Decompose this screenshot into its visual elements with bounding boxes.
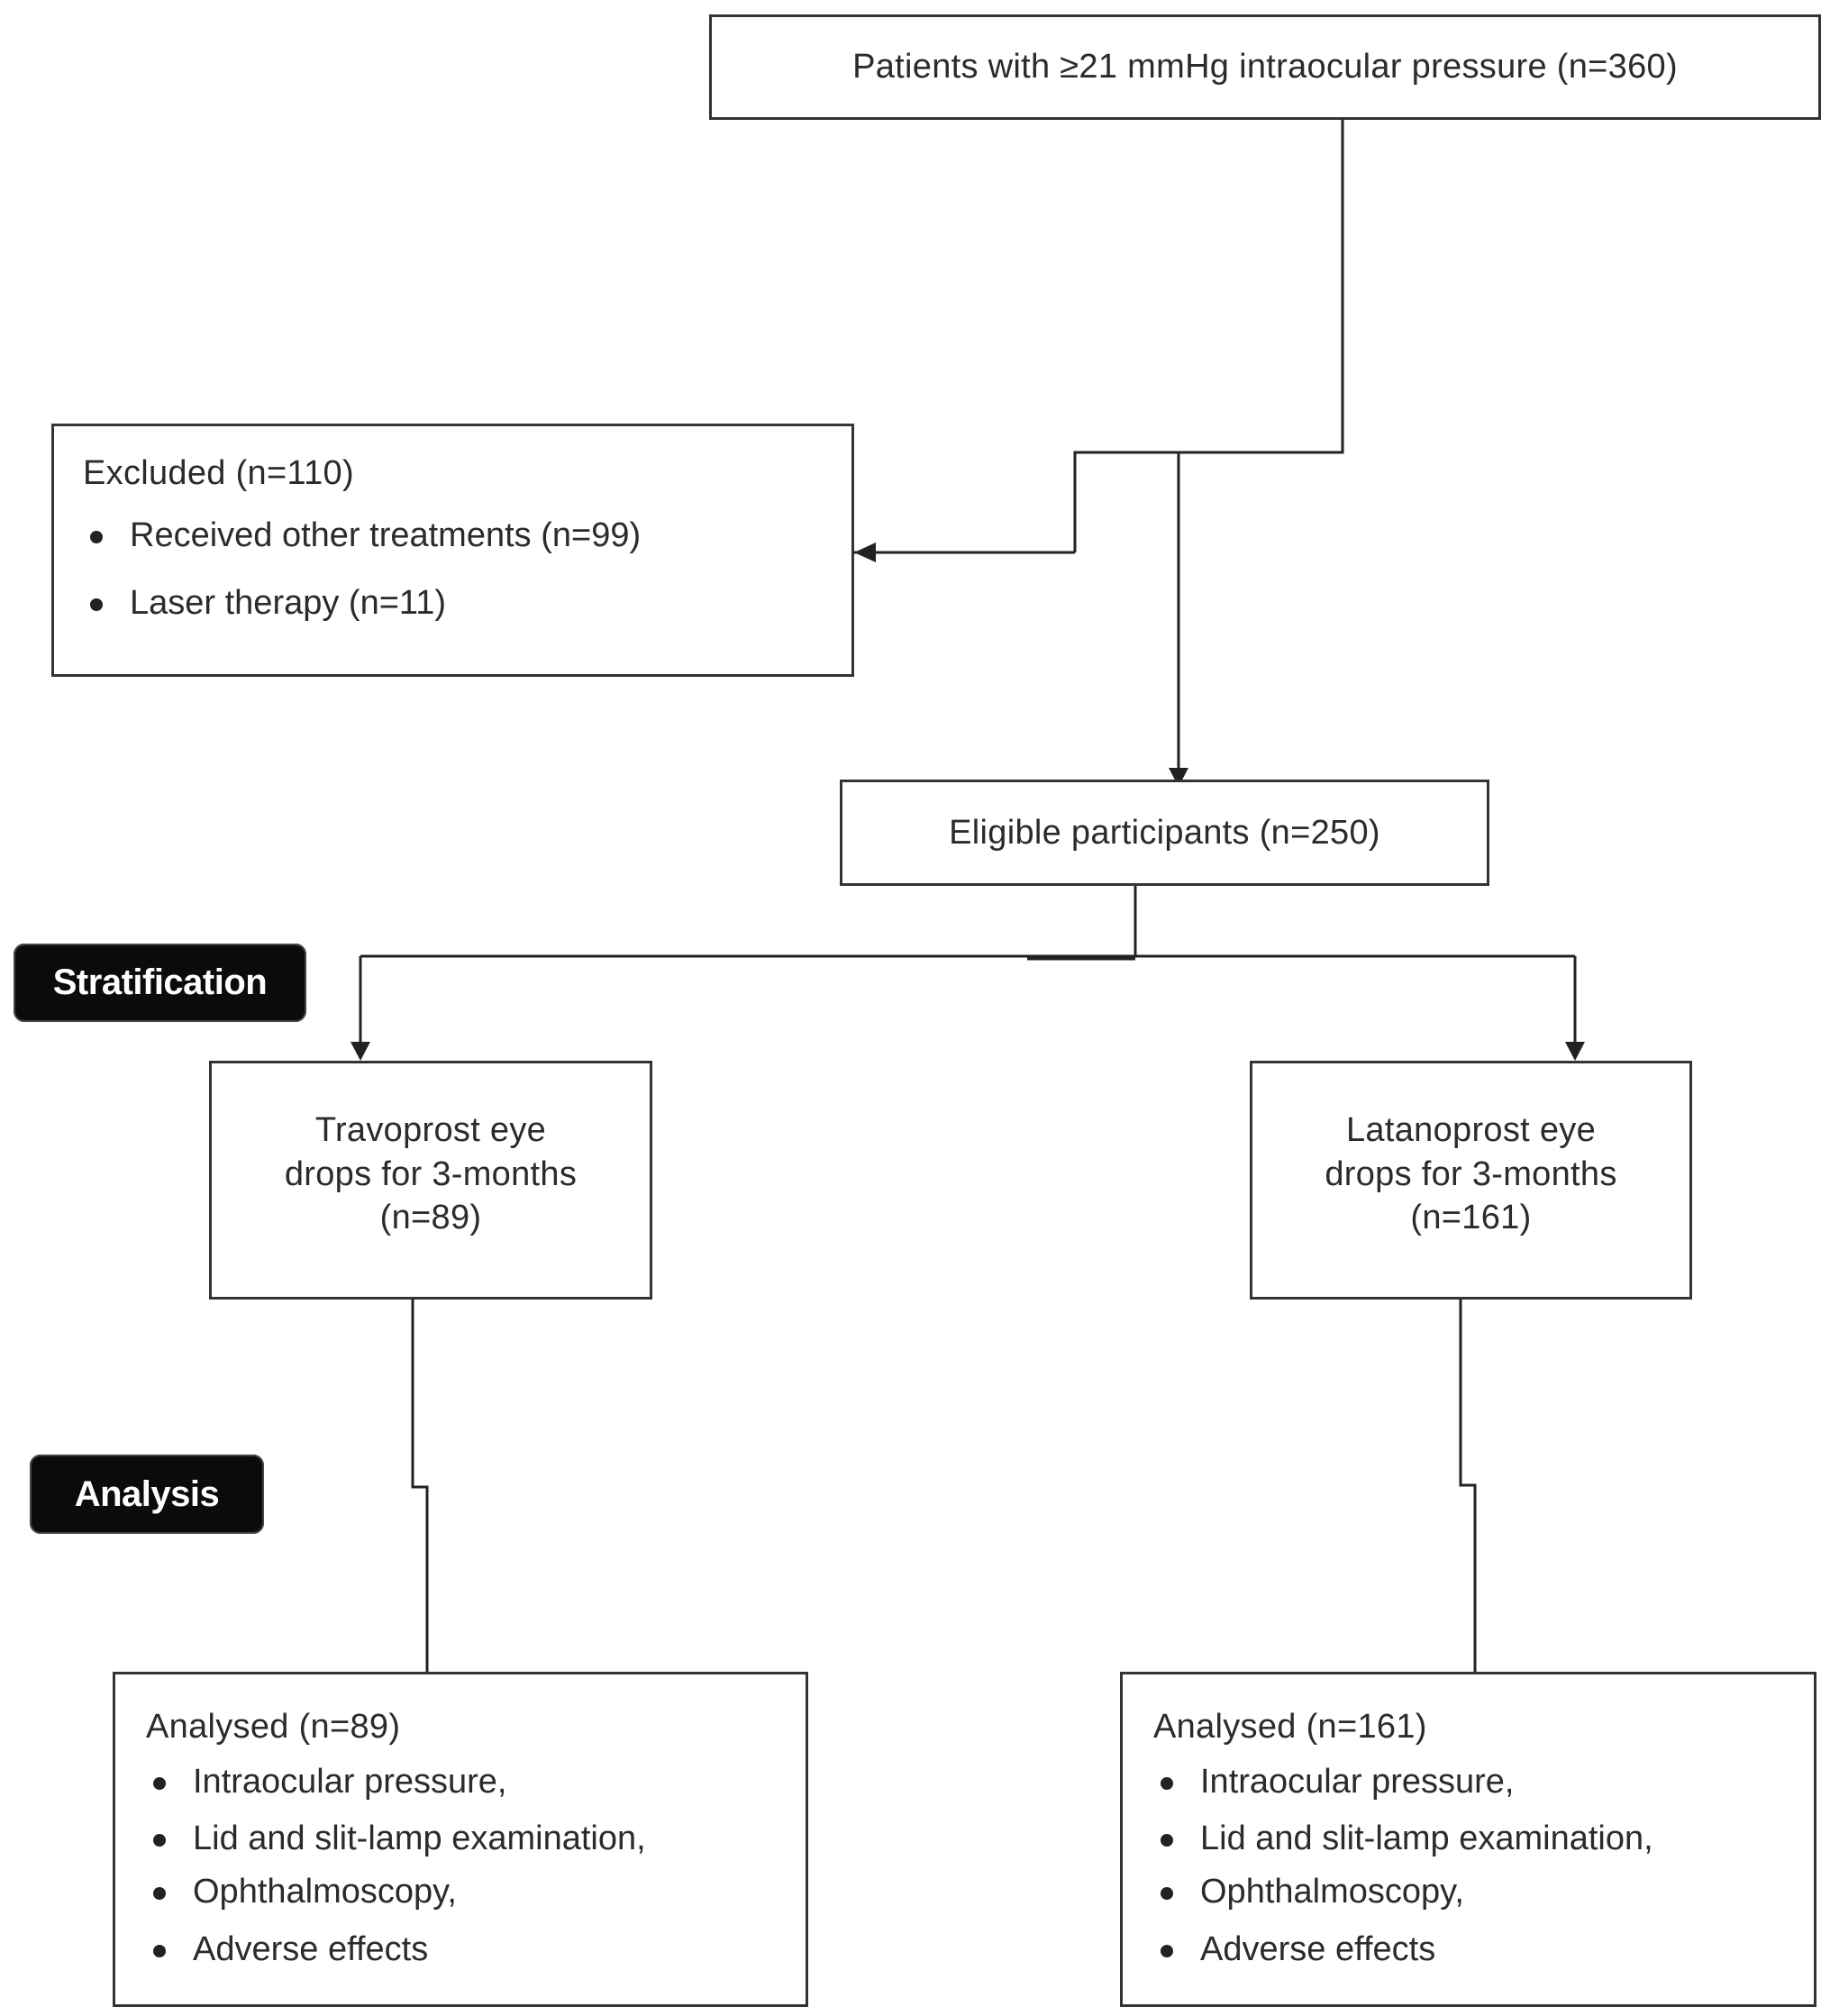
- analysed-left-list: Intraocular pressure, Lid and slit-lamp …: [146, 1760, 806, 1973]
- screening-text: Patients with ≥21 mmHg intraocular press…: [852, 48, 1678, 87]
- bullet-icon: [153, 1944, 166, 1957]
- stratification-label: Stratification: [14, 944, 306, 1022]
- excluded-title: Excluded (n=110): [83, 454, 354, 492]
- excluded-list: Received other treatments (n=99) Laser t…: [83, 514, 851, 626]
- arrowhead-travoprost: [351, 1042, 370, 1061]
- analysed-left-box: Analysed (n=89) Intraocular pressure, Li…: [113, 1672, 808, 2007]
- analysed-right-title: Analysed (n=161): [1153, 1708, 1427, 1746]
- eligible-text: Eligible participants (n=250): [949, 813, 1380, 852]
- connector-left-analysis: [411, 1298, 429, 1674]
- list-item: Ophthalmoscopy,: [146, 1870, 806, 1914]
- bullet-icon: [1161, 1944, 1173, 1957]
- list-item: Lid and slit-lamp examination,: [1153, 1817, 1814, 1861]
- analysed-right-list: Intraocular pressure, Lid and slit-lamp …: [1153, 1760, 1814, 1973]
- screening-box: Patients with ≥21 mmHg intraocular press…: [709, 14, 1821, 120]
- excluded-box: Excluded (n=110) Received other treatmen…: [51, 424, 854, 677]
- list-item: Ophthalmoscopy,: [1153, 1870, 1814, 1914]
- list-item: Adverse effects: [146, 1928, 806, 1972]
- arrowhead-excluded: [854, 543, 876, 562]
- analysed-right-box: Analysed (n=161) Intraocular pressure, L…: [1120, 1672, 1816, 2007]
- list-item: Adverse effects: [1153, 1928, 1814, 1972]
- bullet-icon: [1161, 1834, 1173, 1847]
- bullet-icon: [153, 1887, 166, 1901]
- bullet-icon: [90, 530, 103, 543]
- list-item: Lid and slit-lamp examination,: [146, 1817, 806, 1861]
- connector-right-analysis: [1459, 1298, 1477, 1674]
- bullet-icon: [153, 1776, 166, 1790]
- list-item: Intraocular pressure,: [146, 1760, 806, 1804]
- arrowhead-eligible: [1169, 768, 1188, 787]
- travoprost-box: Travoprost eye drops for 3-months (n=89): [209, 1061, 652, 1300]
- bullet-icon: [1161, 1776, 1173, 1790]
- list-item: Laser therapy (n=11): [83, 581, 851, 625]
- arrowhead-latanoprost: [1565, 1042, 1585, 1061]
- connector-top-down: [1073, 119, 1344, 552]
- analysed-left-title: Analysed (n=89): [146, 1708, 401, 1746]
- list-item: Received other treatments (n=99): [83, 514, 851, 558]
- list-item: Intraocular pressure,: [1153, 1760, 1814, 1804]
- eligible-box: Eligible participants (n=250): [840, 780, 1489, 886]
- analysis-label: Analysis: [30, 1455, 264, 1534]
- latanoprost-box: Latanoprost eye drops for 3-months (n=16…: [1250, 1061, 1692, 1300]
- bullet-icon: [1161, 1887, 1173, 1901]
- bullet-icon: [153, 1834, 166, 1847]
- bullet-icon: [90, 598, 103, 612]
